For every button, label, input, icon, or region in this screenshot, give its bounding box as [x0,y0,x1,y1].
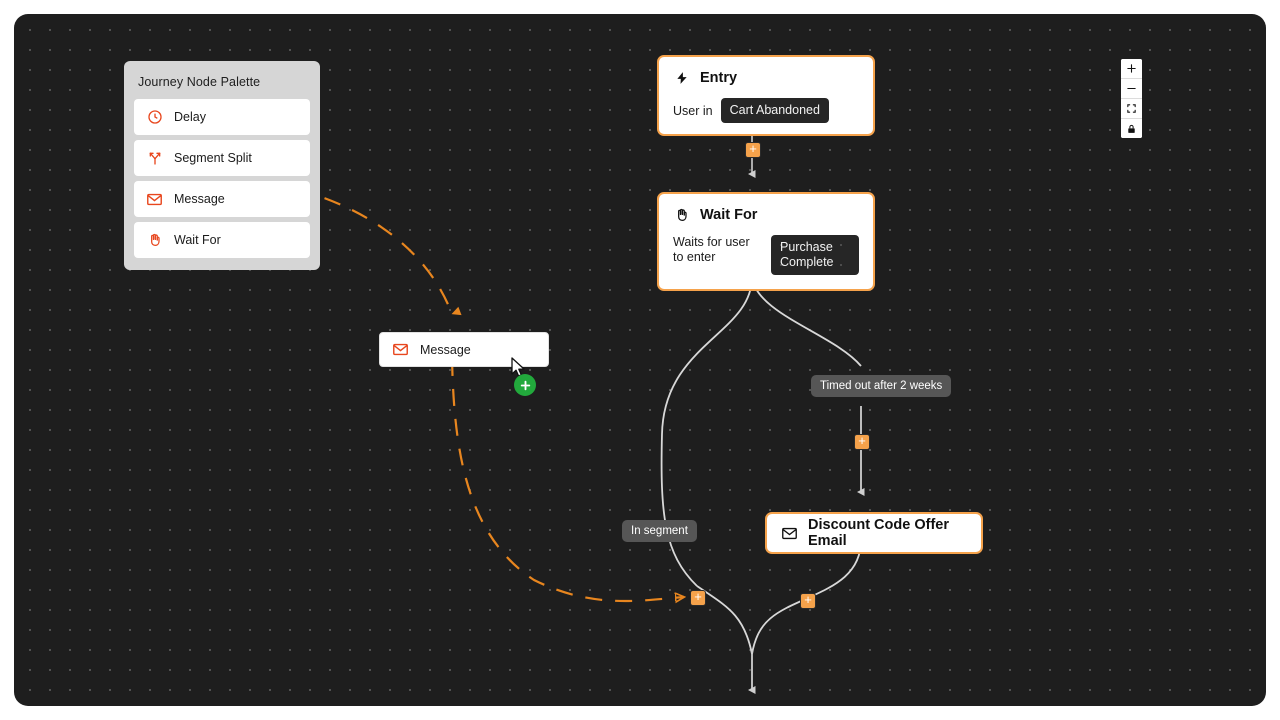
node-entry-label: User in [673,103,713,118]
node-wait-chip[interactable]: Purchase Complete [771,235,859,275]
hand-icon [146,232,163,249]
palette-title: Journey Node Palette [138,75,261,89]
envelope-icon [146,191,163,208]
fit-view-icon[interactable] [1121,99,1142,119]
palette-item-segment-split[interactable]: Segment Split [134,140,310,176]
node-wait-header: Wait For [673,206,859,223]
node-email-header: Discount Code Offer Email [781,517,967,549]
node-entry-chip[interactable]: Cart Abandoned [720,98,829,123]
node-wait-body: Waits for user to enter Purchase Complet… [673,235,859,275]
lock-icon[interactable] [1121,119,1142,138]
edge-wait-in-segment[interactable] [660,276,753,587]
palette-item-label: Segment Split [174,151,252,165]
palette-item-label: Delay [174,110,206,124]
node-entry-body: User in Cart Abandoned [673,98,859,123]
zoom-out-button[interactable] [1121,79,1142,99]
add-node-badge [514,374,536,396]
envelope-icon [781,525,798,542]
node-email-title: Discount Code Offer Email [808,517,949,549]
drag-path-lower [450,358,684,601]
edge-converge-right[interactable] [751,597,809,655]
node-discount-code-offer-email[interactable]: Discount Code Offer Email [765,512,983,554]
add-node-button-entry-wait[interactable]: + [745,142,761,158]
palette-item-wait-for[interactable]: Wait For [134,222,310,258]
edge-label-in-segment[interactable]: In segment [622,520,697,542]
journey-node-palette: Journey Node Palette Delay Segment Split [124,61,320,270]
palette-item-message[interactable]: Message [134,181,310,217]
clock-icon [146,109,163,126]
split-branch-icon [146,150,163,167]
dragging-node-message[interactable]: Message [379,332,549,367]
dragging-node-label: Message [420,342,471,357]
edge-label-timeout[interactable]: Timed out after 2 weeks [811,375,952,397]
lightning-bolt-icon [673,69,690,86]
hand-icon [673,206,690,223]
envelope-icon [392,341,409,358]
node-entry-header: Entry [673,69,859,86]
zoom-controls [1121,59,1142,138]
flow-canvas[interactable]: Journey Node Palette Delay Segment Split [14,14,1266,706]
node-wait-for[interactable]: Wait For Waits for user to enter Purchas… [657,192,875,291]
add-node-button-converge-right[interactable]: + [800,593,816,609]
node-wait-title: Wait For [700,206,758,223]
zoom-in-button[interactable] [1121,59,1142,79]
add-node-button-timeout-email[interactable]: + [854,434,870,450]
palette-item-label: Wait For [174,233,221,247]
node-entry-title: Entry [700,69,738,86]
palette-item-delay[interactable]: Delay [134,99,310,135]
palette-item-label: Message [174,192,225,206]
add-node-button-converge-left[interactable]: + [690,590,706,606]
node-entry[interactable]: Entry User in Cart Abandoned [657,55,875,136]
node-wait-description: Waits for user to enter [673,235,750,264]
